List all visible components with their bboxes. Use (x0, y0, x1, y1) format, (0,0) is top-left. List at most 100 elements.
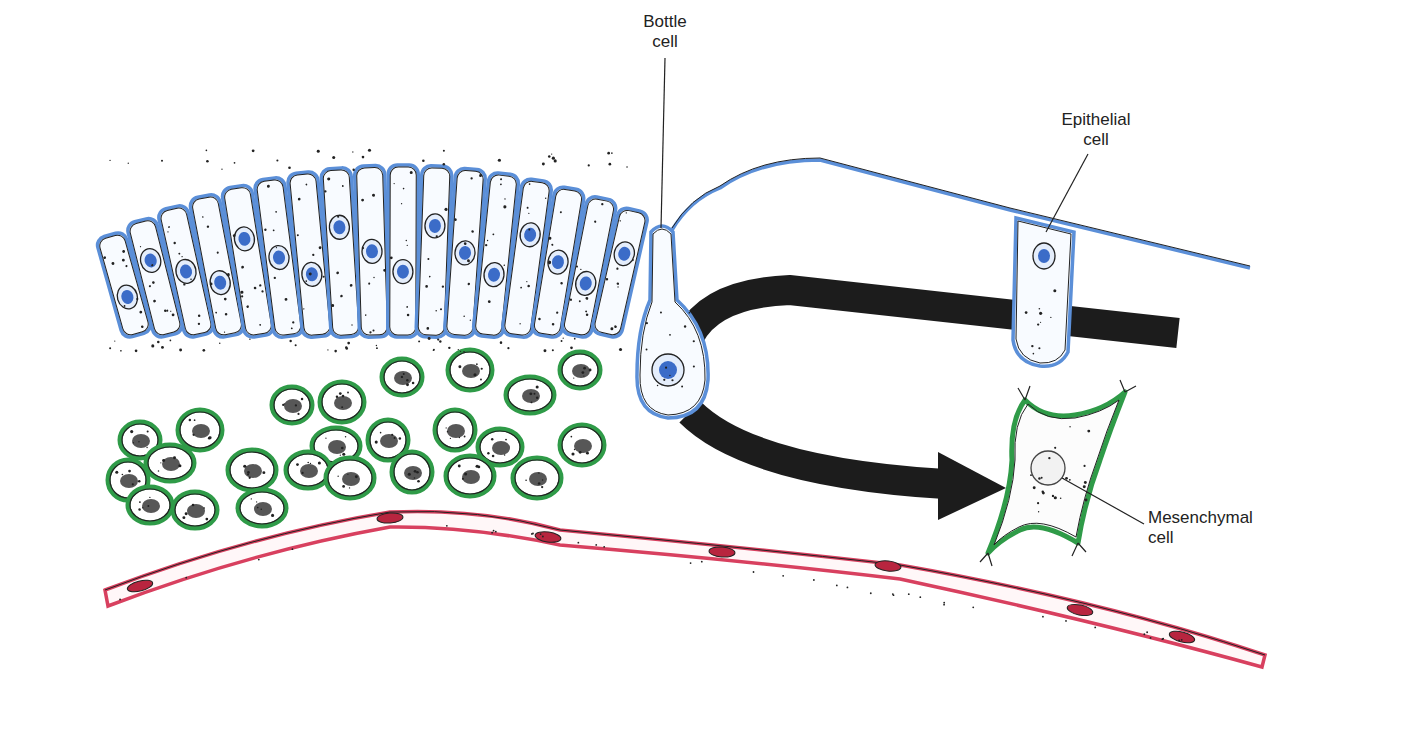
cell-nucleus (284, 399, 302, 413)
stipple-dot (467, 259, 470, 262)
stipple-dot (464, 242, 467, 245)
stipple-dot (428, 337, 431, 340)
stipple-dot (479, 174, 482, 177)
stipple-dot (125, 265, 128, 268)
stipple-dot (225, 313, 228, 316)
epithelial-cell-outline (1016, 221, 1071, 363)
cell-outline (384, 361, 420, 393)
stipple-dot (943, 602, 945, 604)
cell-membrane (448, 350, 492, 390)
stipple-dot (488, 300, 491, 303)
stipple-dot (548, 260, 552, 264)
cell-nucleus (574, 439, 592, 453)
stipple-dot (178, 252, 180, 254)
cell-nucleus (529, 472, 547, 486)
stipple-dot (464, 436, 466, 438)
stipple-dot (336, 395, 339, 398)
stipple-dot (140, 246, 142, 248)
stipple-dot (1033, 353, 1035, 355)
stipple-dot (533, 393, 535, 395)
stipple-dot (261, 290, 264, 293)
stipple-dot (157, 341, 160, 344)
stipple-dot (560, 211, 562, 213)
bottle-cell (637, 226, 708, 418)
stipple-dot (342, 185, 344, 187)
stipple-dot (548, 262, 551, 265)
stipple-dot (505, 439, 507, 441)
stipple-dot (528, 228, 530, 230)
stipple-dot (1031, 345, 1033, 347)
mesenchyme-round-cell (392, 452, 432, 492)
part-label: Bottle cell (634, 12, 696, 52)
nucleus-chromatin (429, 219, 442, 233)
stipple-dot (149, 497, 150, 498)
endothelial-nucleus (534, 530, 561, 544)
mesenchyme-round-cell (435, 410, 475, 450)
stipple-dot (257, 507, 259, 509)
cell-outline (230, 452, 274, 488)
stipple-dot (425, 285, 428, 288)
cell-nucleus (244, 464, 262, 478)
stipple-dot (362, 247, 364, 249)
stipple-dot (520, 287, 522, 289)
stipple-dot (216, 251, 218, 253)
stipple-dot (585, 297, 588, 300)
stipple-dot (123, 305, 125, 307)
stipple-dot (892, 593, 894, 595)
stipple-dot (271, 514, 274, 517)
stipple-dot (436, 235, 438, 237)
cell-membrane (506, 377, 554, 413)
cell-outline (357, 167, 388, 335)
cell-nucleus (342, 472, 360, 486)
stipple-dot (130, 430, 133, 433)
stipple-dot (669, 334, 671, 336)
stipple-dot (1054, 496, 1057, 499)
stipple-dot (109, 160, 110, 161)
stipple-dot (406, 379, 408, 381)
stipple-dot (267, 185, 270, 188)
cell-nucleus (142, 499, 160, 513)
stipple-dot (132, 483, 134, 485)
cell-outline (322, 384, 362, 420)
stipple-dot (412, 382, 415, 385)
endothelial-nucleus (1066, 602, 1094, 617)
stipple-dot (1048, 457, 1050, 459)
cell-nucleus (393, 260, 413, 284)
stipple-dot (701, 561, 703, 563)
stipple-dot (1040, 322, 1041, 323)
stipple-dot (663, 379, 665, 381)
stipple-dot (161, 160, 163, 162)
stipple-dot (1069, 479, 1071, 481)
stipple-dot (337, 476, 338, 477)
stipple-dot (120, 350, 122, 352)
cell-nucleus (208, 269, 232, 296)
stipple-dot (589, 369, 592, 372)
stipple-dot (579, 300, 581, 302)
stipple-dot (192, 504, 195, 507)
stipple-dot (450, 438, 451, 439)
stipple-dot (332, 156, 335, 159)
stipple-dot (1038, 511, 1039, 512)
nucleus-chromatin (397, 265, 409, 279)
stipple-dot (543, 349, 546, 352)
stipple-dot (607, 152, 610, 155)
stipple-dot (138, 508, 140, 510)
cell-nucleus (447, 424, 465, 438)
stipple-dot (198, 322, 201, 325)
stipple-dot (407, 314, 410, 317)
stipple-dot (491, 438, 493, 440)
stipple-dot (146, 447, 147, 448)
stipple-dot (151, 264, 154, 267)
stipple-dot (626, 212, 628, 214)
stipple-dot (439, 340, 441, 342)
cell-membrane (513, 458, 561, 498)
mesenchyme-round-cell (506, 377, 554, 413)
stipple-dot (1065, 620, 1067, 622)
stipple-dot (208, 437, 211, 440)
stipple-dot (416, 471, 419, 474)
stipple-dot (669, 375, 670, 376)
stipple-dot (264, 228, 267, 231)
mesenchyme-round-cell (448, 350, 492, 390)
stipple-dot (327, 177, 330, 180)
stipple-dot (170, 310, 172, 312)
